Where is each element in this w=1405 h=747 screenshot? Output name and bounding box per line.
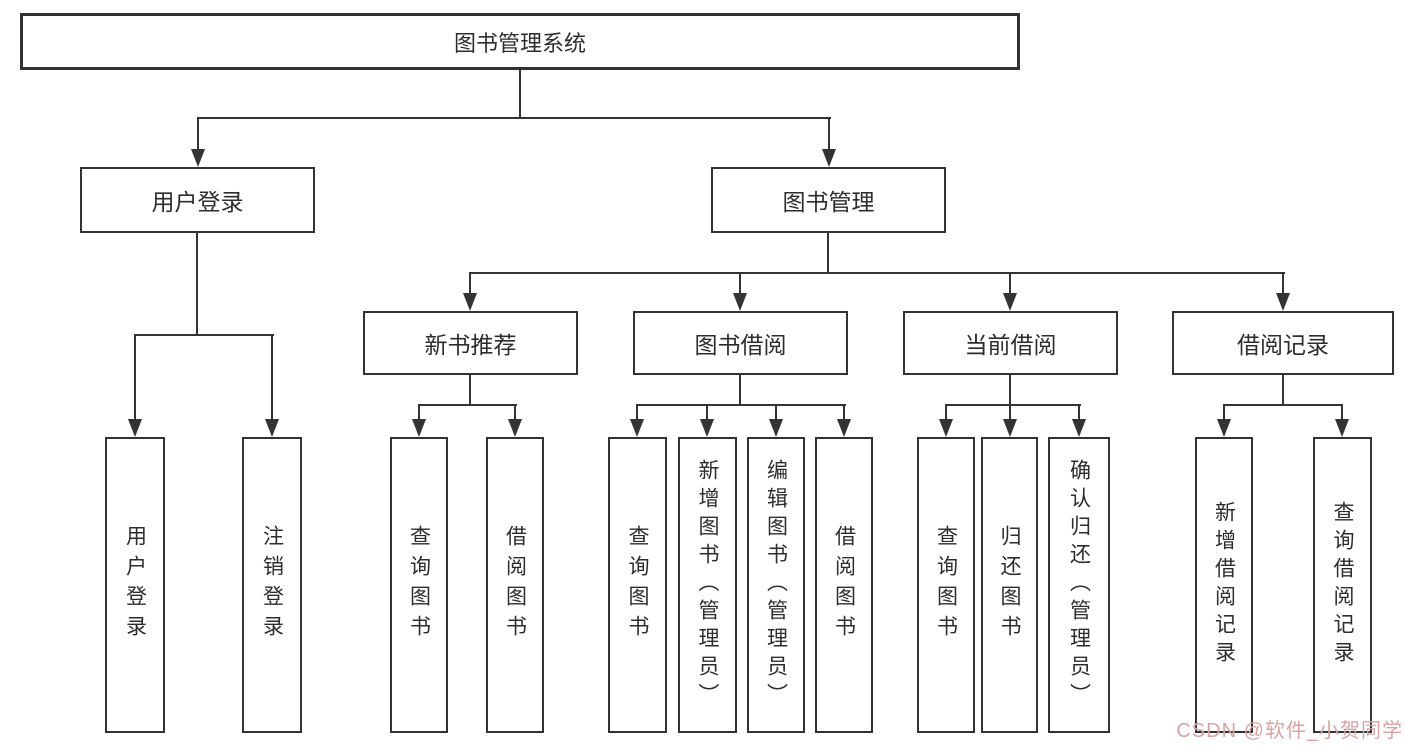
connector-root-stem (519, 70, 521, 119)
connector-new-book-bar (418, 404, 517, 406)
connector-drop-cb-query (945, 404, 947, 421)
arrowhead-borrow-records (1276, 293, 1290, 311)
node-user-login: 用户登录 (80, 167, 315, 233)
arrowhead-current-borrow (1003, 293, 1017, 311)
node-book-borrowing: 图书借阅 (633, 311, 848, 375)
connector-user-login-stem (196, 233, 198, 336)
connector-br-bar (1223, 404, 1343, 406)
arrowhead-br-query (1335, 419, 1349, 437)
arrowhead-book-management (822, 149, 836, 167)
leaf-return-book: 归还图书 (981, 437, 1038, 733)
arrowhead-nb-query (412, 419, 426, 437)
arrowhead-user-login (191, 149, 205, 167)
leaf-add-borrow-record: 新增借阅记录 (1195, 437, 1253, 733)
arrowhead-bb-borrow (837, 419, 851, 437)
leaf-edit-book-admin: 编辑图书（管理员） (747, 437, 805, 733)
arrowhead-new-book (463, 293, 477, 311)
leaf-borrow-books: 借阅图书 (815, 437, 873, 733)
leaf-query-books-recommend: 查询图书 (390, 437, 448, 733)
connector-borrow-records-stem (1282, 375, 1284, 406)
connector-drop-borrow-records (1282, 272, 1284, 295)
connector-drop-book-borrow (739, 272, 741, 295)
connector-drop-nb-query (418, 404, 420, 421)
connector-book-mgmt-bar (469, 272, 1285, 274)
leaf-user-login: 用户登录 (105, 437, 165, 733)
node-library-management-system: 图书管理系统 (20, 13, 1020, 70)
csdn-watermark: CSDN @软件_小贺同学 (1176, 720, 1403, 742)
connector-current-borrow-stem (1009, 375, 1011, 406)
connector-drop-nb-borrow (514, 404, 516, 421)
connector-drop-leaf-login (134, 334, 136, 421)
connector-bb-bar (636, 404, 846, 406)
connector-book-mgmt-stem (827, 233, 829, 274)
arrowhead-br-add (1217, 419, 1231, 437)
connector-drop-bb-add (706, 404, 708, 421)
arrowhead-leaf-logout (265, 419, 279, 437)
connector-drop-br-query (1341, 404, 1343, 421)
connector-cb-bar (945, 404, 1081, 406)
leaf-add-book-admin: 新增图书（管理员） (678, 437, 737, 733)
connector-drop-cb-return (1009, 404, 1011, 421)
arrowhead-bb-query (630, 419, 644, 437)
arrowhead-bb-add (700, 419, 714, 437)
connector-new-book-stem (469, 375, 471, 406)
leaf-query-books-borrowing: 查询图书 (608, 437, 667, 733)
connector-drop-user-login (197, 117, 199, 151)
connector-drop-leaf-logout (271, 334, 273, 421)
connector-drop-new-book (469, 272, 471, 295)
arrowhead-cb-confirm (1072, 419, 1086, 437)
arrowhead-nb-borrow (508, 419, 522, 437)
connector-user-login-bar (134, 334, 274, 336)
leaf-logout: 注销登录 (242, 437, 302, 733)
node-book-management: 图书管理 (711, 167, 946, 233)
connector-root-bar (197, 117, 831, 119)
node-borrowing-records: 借阅记录 (1172, 311, 1394, 375)
connector-drop-bb-edit (775, 404, 777, 421)
leaf-borrow-books-recommend: 借阅图书 (486, 437, 544, 733)
leaf-confirm-return-admin: 确认归还（管理员） (1048, 437, 1110, 733)
leaf-query-borrow-record: 查询借阅记录 (1313, 437, 1372, 733)
connector-drop-br-add (1223, 404, 1225, 421)
arrowhead-cb-return (1003, 419, 1017, 437)
arrowhead-bb-edit (769, 419, 783, 437)
arrowhead-leaf-login (128, 419, 142, 437)
node-current-borrowing: 当前借阅 (903, 311, 1118, 375)
arrowhead-cb-query (939, 419, 953, 437)
connector-drop-current-borrow (1009, 272, 1011, 295)
connector-drop-cb-confirm (1078, 404, 1080, 421)
leaf-query-books-current: 查询图书 (917, 437, 975, 733)
node-new-book-recommendation: 新书推荐 (363, 311, 578, 375)
connector-drop-bb-borrow (843, 404, 845, 421)
connector-drop-book-management (828, 117, 830, 151)
connector-drop-bb-query (636, 404, 638, 421)
connector-book-borrow-stem (739, 375, 741, 406)
arrowhead-book-borrow (733, 293, 747, 311)
